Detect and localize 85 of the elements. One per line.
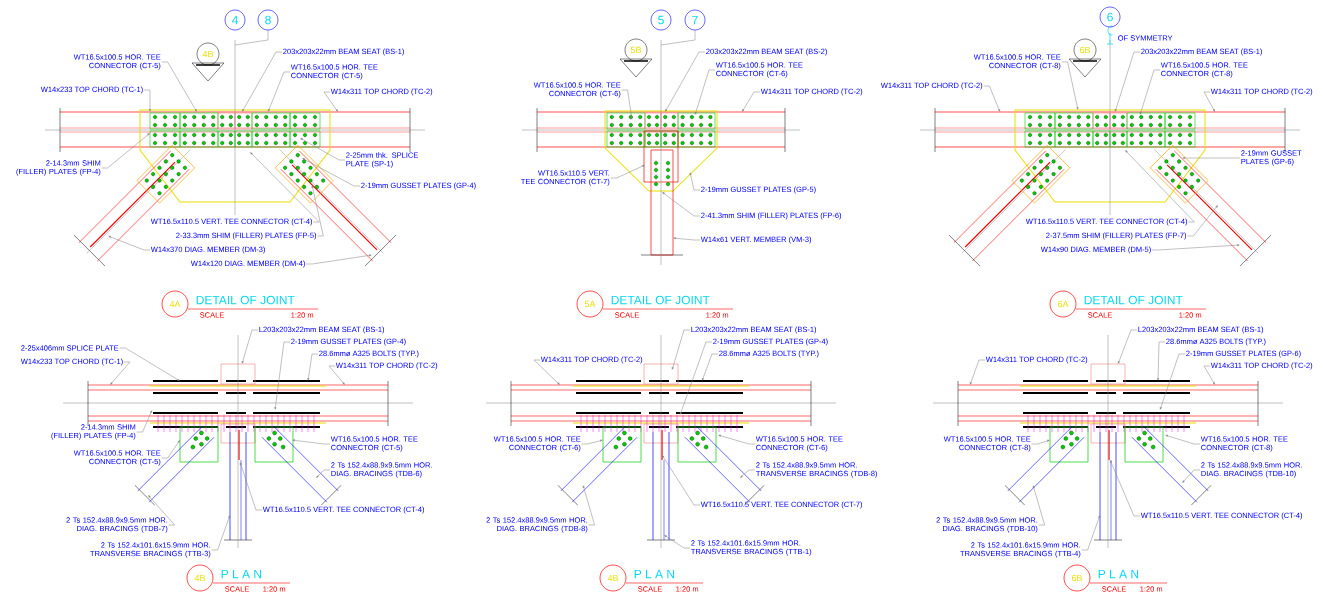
section-mark: 6B (1068, 38, 1102, 78)
leader-line (110, 361, 131, 385)
drawing-title: P L A N (221, 569, 262, 579)
leader-line (101, 133, 150, 169)
leader-line (1187, 205, 1218, 237)
leader-line (1203, 365, 1215, 385)
leader-line (316, 469, 331, 478)
leader-line (311, 185, 324, 237)
leader-line (1151, 244, 1240, 251)
leader-line (268, 71, 291, 112)
leader-line (610, 165, 645, 179)
leader-line (673, 237, 701, 241)
leader-line (533, 359, 560, 385)
leader-line (143, 89, 151, 112)
leader-line (680, 341, 713, 415)
leader-line (292, 439, 331, 445)
leader-line (161, 440, 180, 459)
leader-line (1182, 469, 1201, 483)
leader-line (239, 462, 263, 511)
leader-line (1157, 341, 1166, 381)
leader-line (305, 254, 372, 265)
leader-line (328, 365, 345, 385)
leader-line (1061, 61, 1079, 110)
leader-line (1114, 51, 1141, 112)
leader-line (694, 69, 716, 115)
leader-line (307, 353, 319, 381)
leader-line (581, 439, 603, 445)
drawing-title: P L A N (1098, 569, 1139, 579)
leader-line (1159, 353, 1186, 410)
section-mark: 5B (619, 38, 653, 78)
leader-line (1118, 329, 1138, 364)
leader-line (665, 51, 706, 112)
leader-line (662, 192, 701, 217)
leader-line (662, 455, 701, 506)
leader-line (1081, 515, 1101, 551)
title-bubble: 4A (161, 290, 189, 318)
leader-line (742, 91, 761, 112)
leader-line (1203, 91, 1215, 112)
drawing-title: P L A N (634, 569, 675, 579)
leader-line (1032, 485, 1045, 526)
leader-line (302, 158, 361, 187)
grid-bubble: 4 (224, 9, 246, 31)
leader-line (582, 485, 595, 526)
title-bubble: 4B (599, 564, 627, 592)
leader-line (250, 152, 320, 223)
drawing-title: DETAIL OF JOINT (1084, 295, 1183, 305)
leader-line (702, 353, 719, 381)
leader-line (211, 515, 230, 551)
leader-line (1125, 150, 1195, 223)
section-mark: 4B (191, 42, 225, 82)
leader-line (740, 469, 756, 478)
grid-bubble: 5 (650, 9, 672, 31)
node-label: 6B (1079, 46, 1091, 54)
node-label: 4B (202, 50, 214, 58)
leader-line (1110, 460, 1141, 517)
leader-line (664, 535, 691, 549)
leader-line (1165, 434, 1201, 445)
title-bubble: 5A (576, 290, 604, 318)
node-label: 5B (630, 46, 642, 54)
title-bubble: 4B (186, 564, 214, 592)
leader-line (148, 495, 175, 526)
leader-line (161, 61, 197, 112)
leader-line (274, 341, 291, 410)
leader-line (1139, 69, 1161, 115)
title-bubble: 6B (1063, 564, 1091, 592)
grid-bubble: 8 (257, 9, 279, 31)
leader-line (241, 329, 259, 364)
leader-line (242, 51, 283, 112)
leader-line (983, 85, 1000, 112)
leader-line (689, 172, 701, 191)
leader-line (323, 91, 338, 112)
title-bubble: 6A (1049, 290, 1077, 318)
leader-line (136, 410, 152, 433)
drawing-title: DETAIL OF JOINT (196, 295, 295, 305)
leader-line (970, 359, 986, 385)
grid-bubble: 7 (684, 9, 706, 31)
leader-line (108, 236, 151, 251)
leader-line (300, 138, 346, 161)
drawing-title: DETAIL OF JOINT (611, 295, 710, 305)
leader-line (621, 89, 633, 120)
leader-line (119, 347, 180, 381)
leader-line (718, 434, 756, 445)
grid-bubble: 6 (1099, 6, 1121, 28)
leader-line (671, 329, 691, 370)
leader-line (1031, 439, 1050, 445)
